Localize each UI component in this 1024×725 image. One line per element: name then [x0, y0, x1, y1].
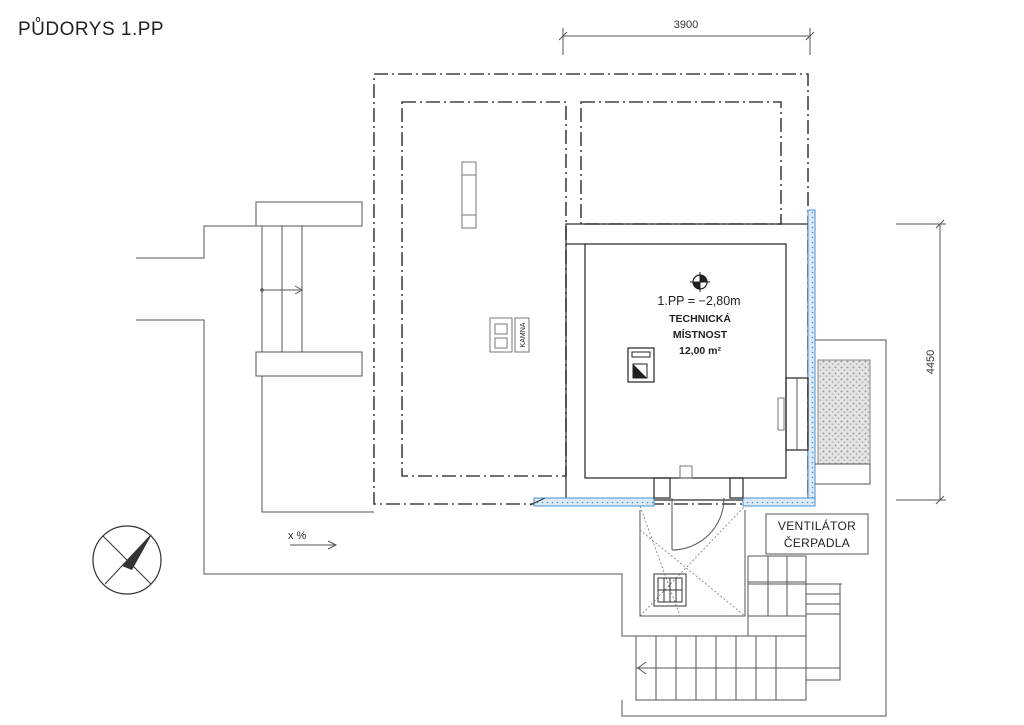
room-name-line1: TECHNICKÁ	[669, 312, 731, 325]
north-arrow-icon	[92, 525, 162, 595]
gravel-area	[817, 359, 871, 465]
chimney-shaft	[461, 161, 477, 229]
dimension-right-label: 4450	[925, 350, 937, 374]
vent-box-line2: ČERPADLA	[784, 535, 850, 550]
dimension-right: 4450	[896, 219, 946, 505]
drain-grate-icon	[653, 573, 687, 607]
insulation	[529, 209, 816, 507]
entrance-shaft	[639, 505, 746, 617]
upper-floor-outline	[373, 73, 809, 505]
stove-icon: KAMNA	[489, 317, 530, 353]
boiler-icon	[627, 347, 655, 383]
stairs-upper	[747, 555, 842, 681]
dimension-top-label: 3900	[674, 19, 698, 31]
vent-box: VENTILÁTOR ČERPADLA	[765, 513, 869, 555]
exterior-lines	[136, 201, 806, 637]
stove-label: KAMNA	[520, 322, 527, 347]
stairs-lower	[635, 635, 840, 701]
door	[653, 465, 744, 551]
room-label: 1.PP = −2,80m TECHNICKÁ MÍSTNOST 12,00 m…	[657, 272, 741, 357]
vent-box-line1: VENTILÁTOR	[778, 518, 856, 533]
slope-label: x %	[288, 530, 307, 542]
level-marker-icon	[690, 272, 710, 292]
window-right	[777, 377, 809, 451]
room-name-line2: MÍSTNOST	[673, 328, 728, 341]
drawing-title: PŮDORYS 1.PP	[18, 18, 164, 40]
technical-room-walls	[565, 223, 809, 501]
room-area: 12,00 m²	[679, 345, 722, 357]
room-level: 1.PP = −2,80m	[657, 294, 740, 308]
dimension-top: 3900	[558, 19, 815, 55]
slope-arrow: x %	[288, 530, 338, 550]
